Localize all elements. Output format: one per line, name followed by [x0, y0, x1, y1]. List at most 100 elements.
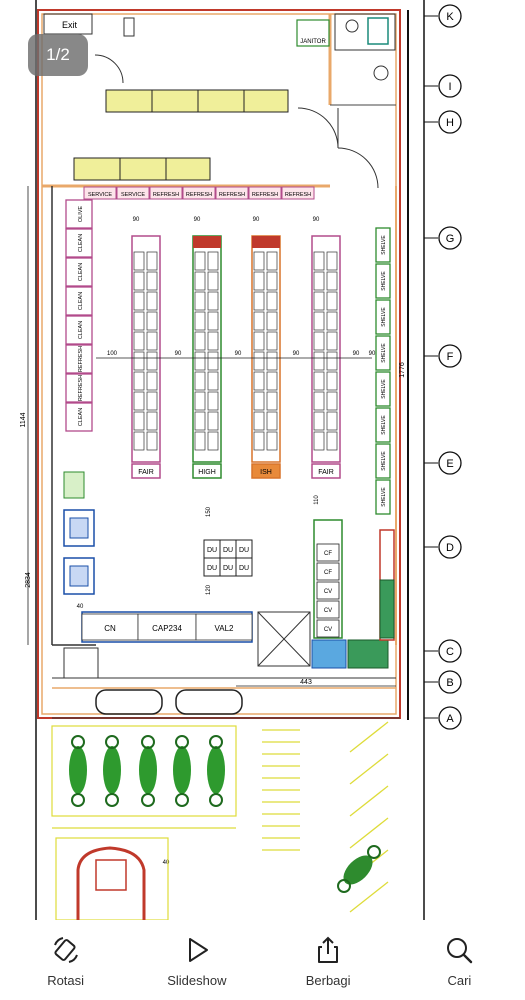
- dimension-text: 40: [77, 604, 84, 610]
- wall-shelf: [375, 479, 391, 515]
- dimension-text: 1776: [399, 362, 406, 378]
- gondola-shelf: [133, 391, 145, 411]
- service-bay-label: SERVICE: [88, 192, 112, 198]
- motorbike-parking: [69, 735, 225, 807]
- dimension-text: 150: [206, 506, 212, 517]
- gondola-shelf: [313, 311, 325, 331]
- gondola-shelf: [313, 431, 325, 451]
- display-unit-label: DU: [239, 565, 249, 572]
- dimension-text: 90: [175, 351, 182, 357]
- gondola-shelf: [207, 411, 219, 431]
- display-unit-label: DU: [207, 565, 217, 572]
- gondola-shelf: [313, 331, 325, 351]
- gondola-shelf: [253, 431, 265, 451]
- share-label: Berbagi: [305, 973, 351, 988]
- gondola-shelf: [133, 251, 145, 271]
- wall-shelf-label: SHELVE: [381, 235, 387, 255]
- wall-shelf: [375, 227, 391, 263]
- grid-label: D: [446, 542, 454, 554]
- grid-label: K: [446, 11, 454, 23]
- gondola-shelf: [266, 251, 278, 271]
- gondola-shelf: [194, 391, 206, 411]
- grid-label: H: [446, 117, 454, 129]
- service-bay: [116, 186, 150, 200]
- gondola-shelf: [207, 391, 219, 411]
- wall-shelf: [65, 199, 93, 229]
- gondola-shelf: [326, 251, 338, 271]
- gondola-shelf: [146, 411, 158, 431]
- gondola-shelf: [194, 431, 206, 451]
- service-bay: [182, 186, 216, 200]
- service-bay: [215, 186, 249, 200]
- gondola-shelf: [133, 431, 145, 451]
- gondola-shelf: [253, 331, 265, 351]
- gondola-shelf: [146, 391, 158, 411]
- wall-shelf: [375, 371, 391, 407]
- display-unit-label: DU: [239, 547, 249, 554]
- gondola-shelf: [207, 291, 219, 311]
- rotate-icon: [53, 937, 78, 963]
- gondola-endcap: [193, 236, 221, 248]
- motorbike-wheel: [141, 735, 155, 749]
- motorbike: [69, 746, 87, 794]
- grid-circle: [438, 639, 462, 663]
- grid-label: B: [446, 677, 453, 689]
- display-unit-label: DU: [223, 547, 233, 554]
- gondola-shelf: [194, 371, 206, 391]
- gondola-end-sign: [251, 463, 281, 479]
- dimension-text: 120: [206, 584, 212, 595]
- service-bay: [149, 186, 183, 200]
- wall-shelf: [65, 315, 93, 345]
- slideshow-button[interactable]: Slideshow: [131, 920, 262, 1000]
- motorbike-wheel: [175, 793, 189, 807]
- wall-shelf-label: CLEAN: [78, 321, 84, 339]
- gondola-shelf: [194, 411, 206, 431]
- gondola-shelf: [313, 251, 325, 271]
- cooler-unit: [316, 600, 340, 619]
- gondola-shelf: [194, 251, 206, 271]
- gondola-shelf: [326, 311, 338, 331]
- dimension-text: 90: [293, 351, 300, 357]
- service-bay: [83, 186, 117, 200]
- cooler-label: CF: [324, 570, 332, 576]
- gondola-shelf: [146, 431, 158, 451]
- motorbike: [207, 746, 225, 794]
- share-button[interactable]: Berbagi: [263, 920, 394, 1000]
- wall-shelf-label: SHELVE: [381, 451, 387, 471]
- wall-shelf: [65, 402, 93, 432]
- stall-line: [349, 817, 389, 849]
- cooler-label: CV: [324, 589, 332, 595]
- rotate-button[interactable]: Rotasi: [0, 920, 131, 1000]
- checkout-station: [137, 613, 197, 641]
- dimension-text: 90: [133, 217, 140, 223]
- stall-line: [349, 881, 389, 913]
- service-bay-label: REFRESH: [285, 192, 311, 198]
- grid-circle: [438, 706, 462, 730]
- gondola-shelf: [146, 311, 158, 331]
- gondola-shelf: [194, 331, 206, 351]
- dimension-text: 1144: [20, 412, 27, 427]
- gondola-shelf: [253, 271, 265, 291]
- dimension-text: 90: [369, 351, 376, 357]
- gondola-shelf: [253, 411, 265, 431]
- search-button[interactable]: Cari: [394, 920, 525, 1000]
- gondola-shelf: [326, 271, 338, 291]
- wall-shelf: [375, 299, 391, 335]
- checkout-label: CAP234: [152, 624, 182, 633]
- grid-circle: [438, 110, 462, 134]
- gondola-shelf: [313, 351, 325, 371]
- gondola-shelf: [207, 311, 219, 331]
- wall-shelf: [375, 335, 391, 371]
- gondola-shelf: [146, 371, 158, 391]
- parking-stall-lines: [262, 721, 389, 913]
- cooler-unit: [316, 619, 340, 638]
- gondola-shelf: [326, 371, 338, 391]
- gondola-shelf: [133, 371, 145, 391]
- grid-label: G: [446, 233, 455, 245]
- gondola-shelf: [313, 411, 325, 431]
- dimension-text: 90: [253, 217, 260, 223]
- grid-label: E: [446, 458, 453, 470]
